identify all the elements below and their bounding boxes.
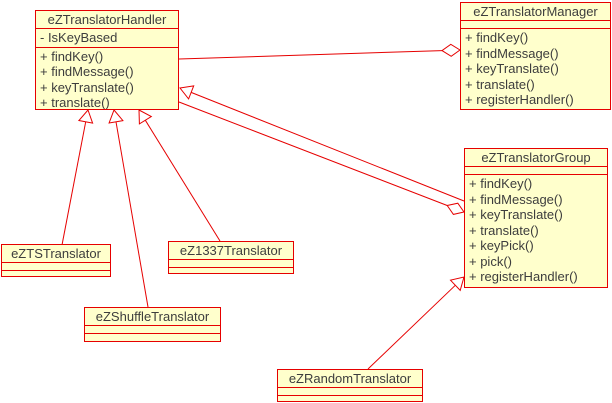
class-method: + findKey() bbox=[40, 48, 104, 64]
class-attribute: - IsKeyBased bbox=[40, 30, 118, 45]
class-attributes-compartment: - IsKeyBased bbox=[36, 28, 178, 47]
class-attributes-compartment bbox=[2, 262, 110, 270]
class-methods-compartment bbox=[278, 395, 422, 401]
class-method: + keyPick() bbox=[469, 238, 534, 253]
generalization-random-to-group-triangle-icon[interactable] bbox=[449, 276, 465, 292]
class-title: eZTranslatorGroup bbox=[481, 150, 591, 165]
class-methods-compartment bbox=[169, 267, 293, 273]
generalization-1337-to-handler-line[interactable] bbox=[144, 119, 221, 242]
generalization-group-to-handler-line[interactable] bbox=[190, 91, 465, 202]
aggregation-group-of-handler-line[interactable] bbox=[178, 101, 448, 206]
class-method: + registerHandler() bbox=[465, 92, 574, 107]
aggregation-manager-of-handler-line[interactable] bbox=[178, 50, 443, 60]
class-box-random[interactable]: eZRandomTranslator bbox=[277, 369, 423, 402]
class-method: + findMessage() bbox=[465, 45, 559, 61]
generalization-1337-to-handler-triangle-icon[interactable] bbox=[138, 109, 153, 125]
class-methods-compartment: + findKey()+ findMessage()+ keyTranslate… bbox=[465, 174, 607, 287]
class-methods-compartment bbox=[2, 270, 110, 276]
generalization-shuffle-to-handler-line[interactable] bbox=[115, 121, 149, 308]
class-box-handler[interactable]: eZTranslatorHandler - IsKeyBased + findK… bbox=[35, 10, 179, 110]
class-box-l1337[interactable]: eZ1337Translator bbox=[168, 241, 294, 274]
generalization-group-to-handler-triangle-icon[interactable] bbox=[179, 85, 195, 100]
class-attributes-compartment bbox=[461, 20, 610, 28]
class-title: eZTranslatorManager bbox=[473, 4, 598, 19]
class-box-group[interactable]: eZTranslatorGroup + findKey()+ findMessa… bbox=[464, 148, 608, 288]
class-method: + keyTranslate() bbox=[40, 79, 134, 95]
class-title: eZShuffleTranslator bbox=[95, 309, 210, 324]
class-methods-compartment: + findKey()+ findMessage()+ keyTranslate… bbox=[36, 46, 178, 110]
class-title: eZRandomTranslator bbox=[288, 371, 412, 386]
class-method: + findMessage() bbox=[40, 64, 134, 79]
class-method: + pick() bbox=[469, 253, 512, 269]
generalization-ts-to-handler-triangle-icon[interactable] bbox=[77, 109, 94, 124]
class-method: + keyTranslate() bbox=[469, 207, 563, 222]
class-attributes-compartment bbox=[465, 166, 607, 174]
class-box-manager[interactable]: eZTranslatorManager + findKey()+ findMes… bbox=[460, 2, 611, 110]
generalization-ts-to-handler-line[interactable] bbox=[61, 121, 87, 246]
class-attributes-compartment bbox=[278, 387, 422, 395]
class-method: + findMessage() bbox=[469, 191, 563, 207]
class-attributes-compartment bbox=[169, 259, 293, 267]
class-title: eZTSTranslator bbox=[11, 246, 101, 261]
aggregation-manager-of-handler-diamond-icon[interactable] bbox=[441, 43, 461, 57]
class-attributes-compartment bbox=[85, 325, 220, 333]
class-title: eZ1337Translator bbox=[179, 243, 283, 258]
class-methods-compartment bbox=[85, 333, 220, 341]
aggregation-group-of-handler-diamond-icon[interactable] bbox=[446, 202, 465, 215]
class-title: eZTranslatorHandler bbox=[47, 12, 167, 27]
class-method: + keyTranslate() bbox=[465, 61, 559, 76]
class-method: + translate() bbox=[469, 222, 539, 238]
class-method: + translate() bbox=[465, 76, 535, 92]
class-method: + findKey() bbox=[469, 176, 533, 191]
class-box-ts[interactable]: eZTSTranslator bbox=[1, 244, 111, 277]
generalization-shuffle-to-handler-triangle-icon[interactable] bbox=[108, 109, 124, 124]
generalization-random-to-group-line[interactable] bbox=[367, 284, 456, 370]
class-method: + findKey() bbox=[465, 30, 529, 45]
class-method: + translate() bbox=[40, 95, 110, 110]
class-method: + registerHandler() bbox=[469, 269, 578, 284]
class-methods-compartment: + findKey()+ findMessage()+ keyTranslate… bbox=[461, 28, 610, 109]
class-box-shuffle[interactable]: eZShuffleTranslator bbox=[84, 307, 221, 342]
